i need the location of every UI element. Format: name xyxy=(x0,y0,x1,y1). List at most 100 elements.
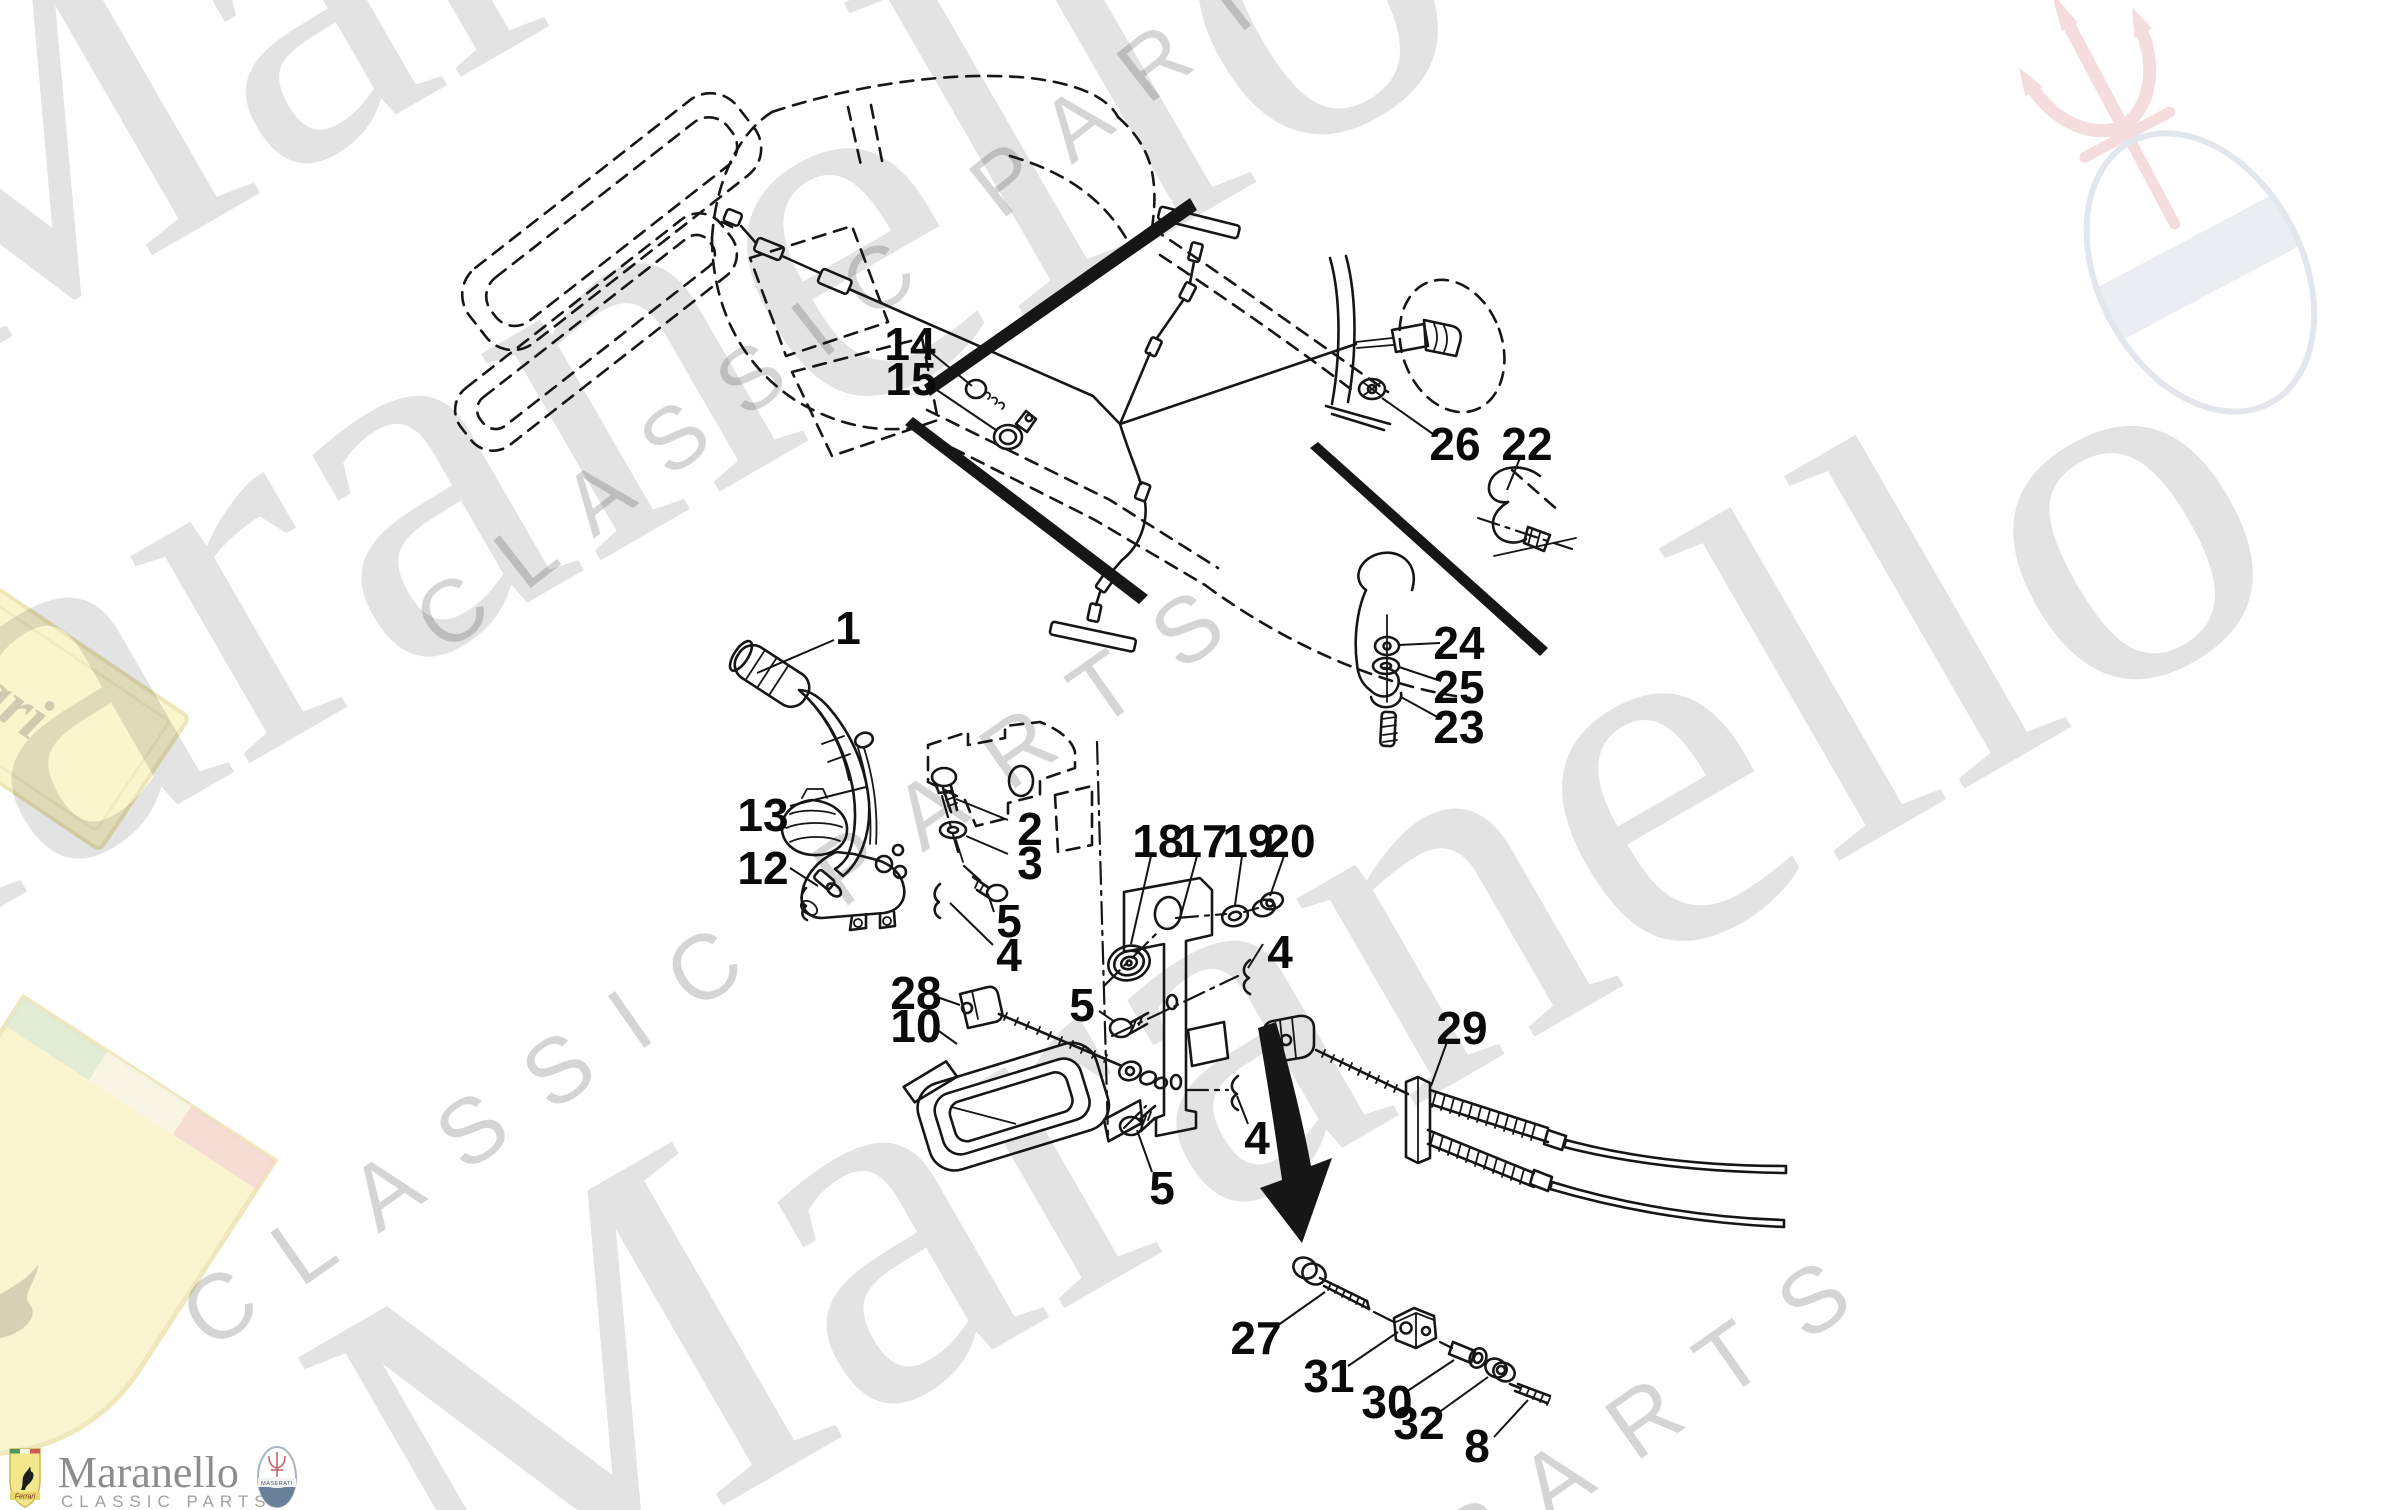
part-label-30: 30 xyxy=(1361,1376,1412,1428)
maserati-label: MASERATI xyxy=(261,1481,293,1487)
leader-line-22 xyxy=(1506,457,1521,491)
mount-bracket-dashed xyxy=(926,720,1094,854)
part-label-2: 2 xyxy=(1017,803,1043,855)
part-22-clip xyxy=(1476,466,1577,557)
leader-line-17 xyxy=(1180,855,1198,916)
lever-boot xyxy=(780,788,849,857)
horse-silhouette xyxy=(0,1264,39,1353)
part-label-5: 5 xyxy=(1149,1162,1175,1214)
leader-line-1 xyxy=(756,639,835,674)
part-label-23: 23 xyxy=(1433,701,1484,753)
part-label-22: 22 xyxy=(1501,418,1552,470)
part-14-screw xyxy=(964,378,1006,410)
leader-line-3 xyxy=(965,835,1009,855)
part-32-nut xyxy=(1484,1357,1516,1383)
pointer-wedge-1 xyxy=(924,198,1197,396)
part-25-washer xyxy=(1371,656,1401,676)
part-26-nut xyxy=(1357,377,1387,401)
leader-line-28 xyxy=(936,996,961,1006)
pointer-wedge-3 xyxy=(1310,442,1548,656)
leader-line-5 xyxy=(1136,1129,1153,1173)
threaded-stud xyxy=(1379,710,1398,748)
horse-icon xyxy=(21,1466,34,1490)
car-outline xyxy=(453,74,1562,700)
leader-line-12 xyxy=(789,867,819,887)
part-label-8: 8 xyxy=(1464,1420,1490,1472)
leader-line-15 xyxy=(927,383,997,431)
part-label-10: 10 xyxy=(890,1000,941,1052)
part-label-13: 13 xyxy=(737,789,788,841)
part-31-trunnion xyxy=(1392,1306,1438,1350)
leader-line-23 xyxy=(1400,696,1442,720)
leader-line-5 xyxy=(987,893,995,913)
part-label-5: 5 xyxy=(1069,979,1095,1031)
part-label-4: 4 xyxy=(996,929,1022,981)
part-label-29: 29 xyxy=(1436,1002,1487,1054)
part-4-clip-c xyxy=(1230,1074,1240,1112)
leader-line-10 xyxy=(935,1028,958,1045)
part-label-20: 20 xyxy=(1264,815,1315,867)
part-label-4: 4 xyxy=(1244,1112,1270,1164)
diagram-art xyxy=(453,74,1788,1406)
lever-base-plate xyxy=(800,850,906,920)
part-8-spring xyxy=(1508,1382,1552,1406)
part-label-19: 19 xyxy=(1222,815,1273,867)
part-label-3: 3 xyxy=(1017,837,1043,889)
equalizer-29-assembly xyxy=(1263,1014,1788,1229)
part-label-32: 32 xyxy=(1393,1397,1444,1449)
part-12-stud xyxy=(799,868,843,922)
part-label-17: 17 xyxy=(1176,815,1227,867)
part-label-5: 5 xyxy=(996,895,1022,947)
part-label-15: 15 xyxy=(885,353,936,405)
part-19-washer xyxy=(1220,904,1250,928)
part-4-clip-a xyxy=(933,882,942,920)
leader-line-29 xyxy=(1430,1041,1448,1087)
leader-line-4 xyxy=(1236,1095,1249,1125)
leader-line-30 xyxy=(1405,1359,1455,1393)
part-label-26: 26 xyxy=(1429,418,1480,470)
leader-line-18 xyxy=(1130,855,1152,945)
part-label-28: 28 xyxy=(890,967,941,1019)
ferrari-sign-watermark: errari xyxy=(0,538,189,850)
pedal-pad-10 xyxy=(902,1041,1144,1172)
leader-line-2 xyxy=(955,798,1009,821)
watermark-parts-corner: PARTS xyxy=(1421,1216,1904,1510)
leader-line-20 xyxy=(1269,855,1285,897)
lever-arm xyxy=(797,688,871,878)
wheel-cable-end xyxy=(1324,254,1463,432)
bracket-17-assembly xyxy=(1102,876,1285,1138)
part-24-nut xyxy=(1373,635,1401,657)
part-27-bolt xyxy=(1292,1256,1371,1311)
pointer-wedge-2 xyxy=(905,417,1148,604)
leader-line-14 xyxy=(927,349,973,387)
part-18-grommet xyxy=(1107,944,1151,982)
spring-a xyxy=(1428,1088,1550,1144)
footer-logo: Ferrari Maranello CLASSIC PARTS MASERATI xyxy=(9,1446,297,1510)
part-15-clip xyxy=(992,409,1038,451)
part-label-12: 12 xyxy=(737,842,788,894)
leader-line-8 xyxy=(1493,1399,1529,1438)
leader-line-24 xyxy=(1398,642,1441,646)
ferrari-shield-watermark xyxy=(0,993,279,1457)
part-label-31: 31 xyxy=(1303,1350,1354,1402)
leader-line-4 xyxy=(1247,943,1264,969)
part-label-14: 14 xyxy=(884,318,936,370)
detail-arrow xyxy=(1258,1022,1332,1243)
spring-b xyxy=(1426,1128,1536,1189)
leader-line-32 xyxy=(1437,1376,1489,1414)
leader-line-4 xyxy=(949,902,994,946)
part-label-27: 27 xyxy=(1230,1312,1281,1364)
ferrari-label: Ferrari xyxy=(15,1494,36,1501)
footer-subtitle: CLASSIC PARTS xyxy=(61,1492,272,1510)
part-5-bolt-b xyxy=(1108,1011,1150,1039)
rod-with-clevis-28 xyxy=(958,985,1169,1090)
maserati-trident-watermark xyxy=(2019,0,2318,415)
leader-line-31 xyxy=(1347,1331,1399,1367)
part-label-4: 4 xyxy=(1267,926,1293,978)
part-label-24: 24 xyxy=(1433,617,1485,669)
footer-brand: Maranello xyxy=(58,1448,239,1497)
leader-line-27 xyxy=(1273,1291,1326,1329)
